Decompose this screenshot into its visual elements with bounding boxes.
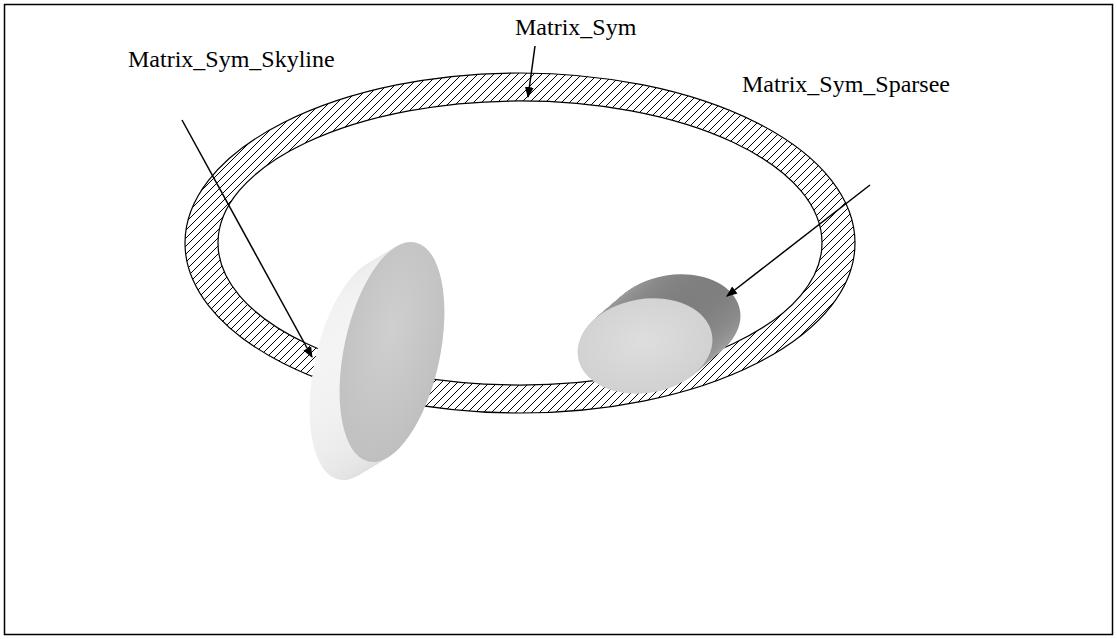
leader-arrow [727,185,870,296]
leader-arrow [182,120,312,357]
shape-face [322,232,462,471]
hatched-ring [185,73,855,413]
shape-body [321,233,461,472]
leader-arrow [528,46,535,97]
shape-body [571,287,721,403]
shape-label: Matrix_Sym_Sparsee [742,70,950,98]
disk-shape [292,232,462,489]
skyline-disk: Matrix_Sym_Skyline [300,238,440,476]
frame [5,5,1113,635]
ring-region: Matrix_SymMatrix_Sym_SkylineMatrix_Sym_S… [185,72,855,412]
cylinder-shape [570,264,748,404]
shape-label: Matrix_Sym [515,13,636,41]
shape-label: Matrix_Sym_Skyline [128,45,335,73]
sparse-cylinder: Matrix_Sym_Sparsee [570,262,748,404]
shape-face [570,288,720,404]
